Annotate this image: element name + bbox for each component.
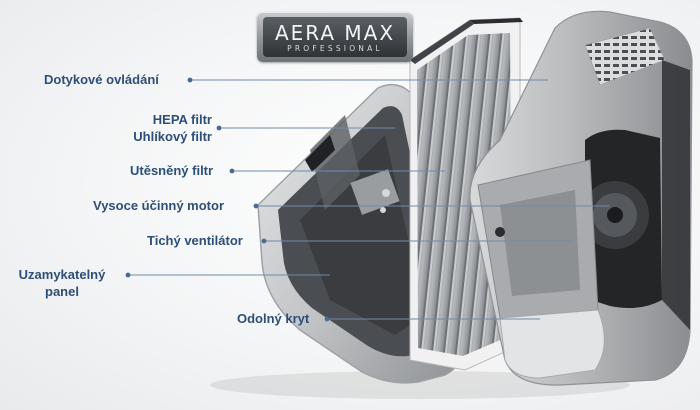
logo-tagline: PROFESSIONAL (287, 44, 383, 53)
label-lockable-panel-line1: Uzamykatelný (18, 267, 106, 282)
label-touch-controls: Dotykové ovládání (44, 72, 159, 87)
label-carbon-filter: Uhlíkový filtr (133, 129, 212, 144)
label-durable-cover: Odolný kryt (237, 311, 310, 326)
label-efficient-motor: Vysoce účinný motor (93, 198, 224, 213)
label-lockable-panel-line2: panel (45, 284, 79, 299)
label-hepa-filter: HEPA filtr (152, 112, 212, 127)
aeramax-logo: AERA MAX PROFESSIONAL (257, 12, 413, 62)
label-sealed-filter: Utěsněný filtr (130, 163, 214, 178)
logo-badge: AERA MAX PROFESSIONAL (263, 17, 407, 57)
main-body-shape (469, 10, 693, 386)
leader-lines (125, 77, 610, 322)
label-quiet-fan: Tichý ventilátor (147, 233, 243, 248)
logo-brand: AERA MAX (274, 21, 396, 45)
